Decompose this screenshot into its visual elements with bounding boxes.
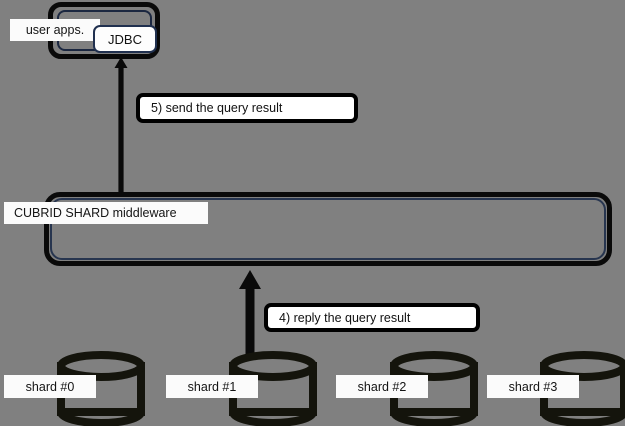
arrow-reply-query-result bbox=[238, 270, 262, 366]
jdbc-box: JDBC bbox=[93, 25, 157, 53]
cubrid-shard-middleware-box-inner bbox=[50, 198, 606, 260]
shard-label-1: shard #1 bbox=[166, 375, 258, 398]
callout-reply-query-result: 4) reply the query result bbox=[264, 303, 480, 332]
arrow-send-query-result bbox=[114, 57, 128, 193]
cubrid-shard-middleware-label: CUBRID SHARD middleware bbox=[4, 202, 208, 224]
shard-label-0: shard #0 bbox=[4, 375, 96, 398]
callout-send-query-result: 5) send the query result bbox=[136, 93, 358, 123]
shard-cylinder-3 bbox=[535, 350, 625, 426]
shard-label-3: shard #3 bbox=[487, 375, 579, 398]
shard-label-2: shard #2 bbox=[336, 375, 428, 398]
user-apps-label: user apps. bbox=[10, 19, 100, 41]
